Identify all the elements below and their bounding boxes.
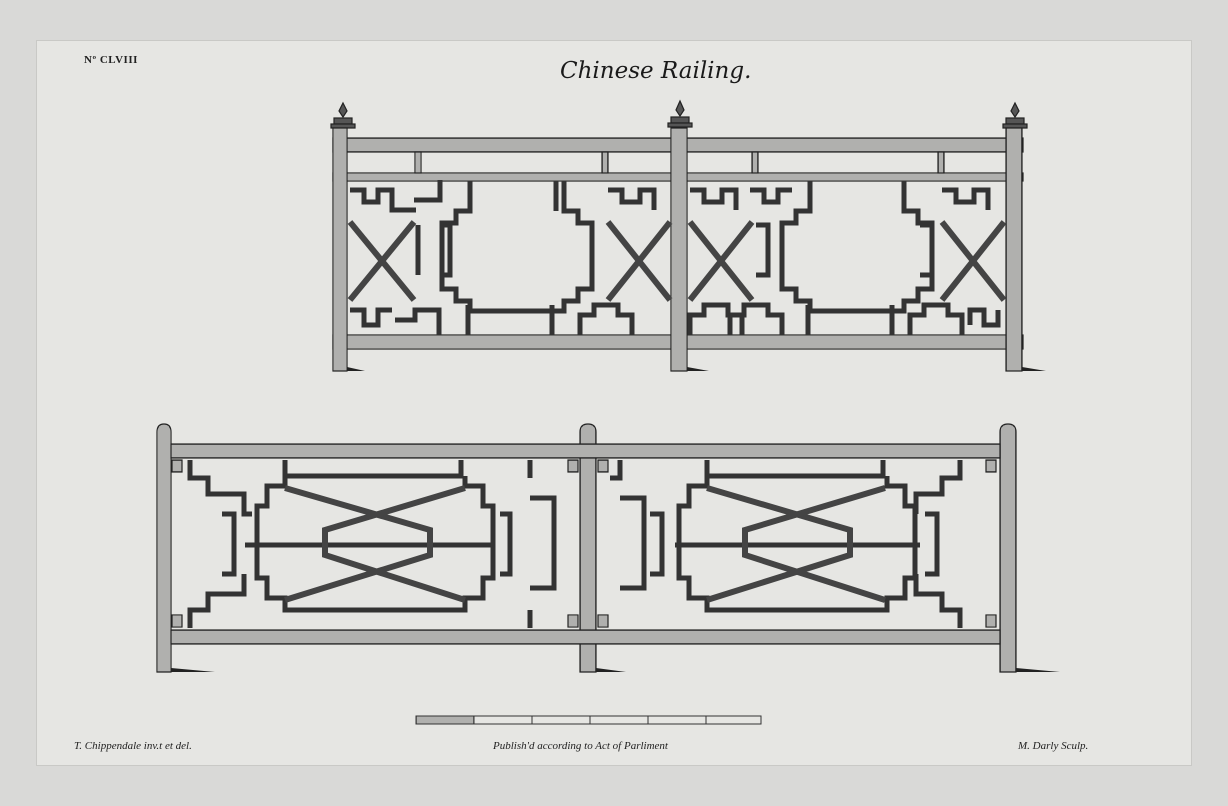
finial-left [330,101,356,129]
scale-bar [415,715,762,725]
designer-credit: T. Chippendale inv.t et del. [74,740,192,752]
plate-number: Nº CLVIII [84,54,138,66]
publication-notice: Publish'd according to Act of Parliment [493,740,668,752]
finial-center [667,99,693,128]
upper-railing [330,99,1046,372]
lower-railing [156,423,1060,673]
engraver-credit: M. Darly Sculp. [1018,740,1089,752]
finial-right [1002,101,1028,129]
plate-title: Chinese Railing. [560,58,752,84]
engraving-plate [36,40,1192,766]
